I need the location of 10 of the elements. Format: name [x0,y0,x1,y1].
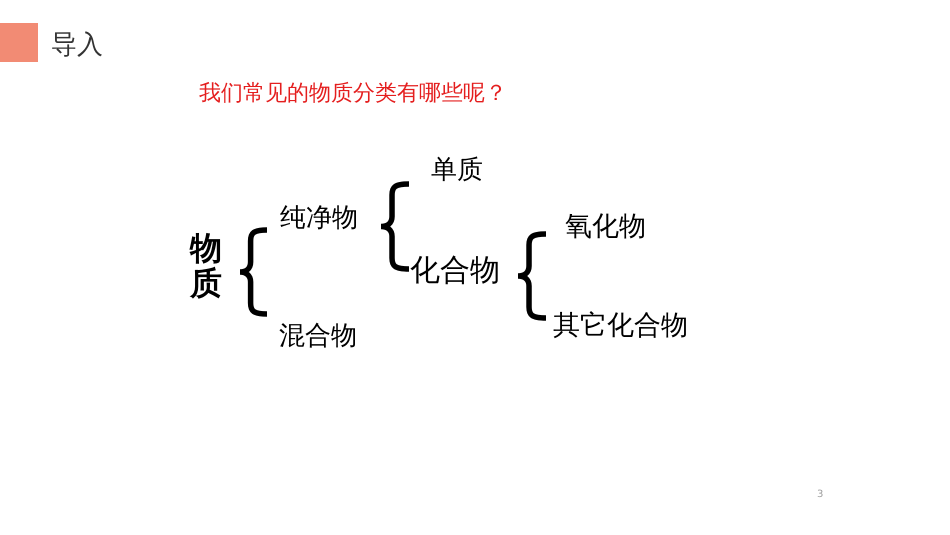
slide-title: 导入 [51,29,103,62]
category-label: 氧化物 [565,210,646,244]
category-label: 纯净物 [280,202,358,235]
category-label: 物质 [190,231,222,302]
category-label: 单质 [431,154,483,187]
question-text: 我们常见的物质分类有哪些呢？ [199,80,507,108]
category-label: 其它化合物 [553,309,688,343]
category-label: 混合物 [279,320,357,353]
page-number: 3 [817,488,824,502]
category-label: 化合物 [410,252,500,290]
